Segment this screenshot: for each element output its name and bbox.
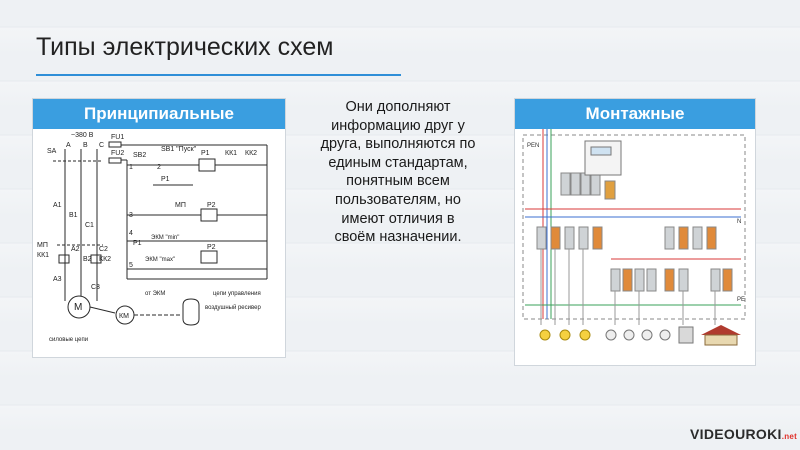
power-circuit-label: силовые цепи xyxy=(49,337,88,343)
num-1: 1 xyxy=(129,164,133,171)
pe-label: PE xyxy=(737,297,745,303)
description-line: пользователям, но xyxy=(335,191,461,208)
p2-mid-label: Р2 xyxy=(207,202,216,209)
wiring-panel: Монтажные PEN N xyxy=(514,98,756,366)
thermal-relay-2 xyxy=(90,254,102,264)
schematic-diagram: ~380 В А В С SA А1 В1 С1 МП КК1 А2 С2 В2… xyxy=(37,132,268,343)
breaker-row-1 xyxy=(536,226,717,250)
p1-contact-label: Р1 xyxy=(161,176,170,183)
phase-a-label: А xyxy=(66,142,71,149)
electricity-meter xyxy=(584,140,622,176)
b2-label: В2 xyxy=(83,256,92,263)
breaker-row-2 xyxy=(610,268,733,292)
description-line: друга, выполняются по xyxy=(320,136,476,153)
relay-p2-coil-a xyxy=(200,208,218,222)
sb1-label: SB1 "Пуск" xyxy=(161,146,197,153)
relay-p1-coil xyxy=(198,158,216,172)
receiver-symbol xyxy=(182,298,200,326)
main-breakers xyxy=(560,172,601,196)
receiver-label: воздушный ресивер xyxy=(205,304,261,311)
ekm-max-label: ЭКМ "max" xyxy=(145,257,175,263)
title-underline xyxy=(36,74,401,76)
p2-bottom-label: Р2 xyxy=(207,244,216,251)
c3-label: С3 xyxy=(91,284,100,291)
switch-label: SA xyxy=(47,148,57,155)
sb2-label: SB2 xyxy=(133,152,146,159)
c1-label: С1 xyxy=(85,222,94,229)
description-line: единым стандартам, xyxy=(328,154,468,171)
consumer-wires xyxy=(540,249,716,325)
n-label: N xyxy=(737,219,741,225)
description-line: своём назначении. xyxy=(334,229,462,246)
brand-logo: VIDEOUROKI.net xyxy=(690,426,797,442)
fuse-1 xyxy=(108,141,122,148)
mp-mid-label: МП xyxy=(175,202,186,209)
num-2: 2 xyxy=(157,164,161,171)
kk1-label: КК1 xyxy=(225,150,237,157)
kk1-left-label: КК1 xyxy=(37,252,49,259)
p1-top-label: Р1 xyxy=(201,150,210,157)
schematic-panel: Принципиальные ~380 В А В С SA А1 В1 С1 … xyxy=(32,98,286,358)
num-4: 4 xyxy=(129,230,133,237)
c2-label: С2 xyxy=(99,246,108,253)
brand-domain: .net xyxy=(781,432,798,441)
meter-display xyxy=(590,146,612,156)
a3-label: А3 xyxy=(53,276,62,283)
brand-name: VIDEOUROKI xyxy=(690,426,782,442)
description-line: имеют отличия в xyxy=(341,210,455,227)
b1-label: В1 xyxy=(69,212,78,219)
shaft-line xyxy=(89,306,116,314)
description-line: информацию друг у xyxy=(331,117,465,134)
slide-title: Типы электрических схем xyxy=(36,33,334,61)
wiring-diagram: PEN N xyxy=(522,129,746,346)
house-icon xyxy=(701,325,741,346)
description-text: Они дополняют информацию друг у друга, в… xyxy=(300,98,496,247)
a1-label: А1 xyxy=(53,202,62,209)
pen-label: PEN xyxy=(527,143,539,149)
description-line: Они дополняют xyxy=(345,99,451,115)
fu2-label: FU2 xyxy=(111,150,124,157)
fu1-label: FU1 xyxy=(111,134,124,141)
thermal-relay-1 xyxy=(58,254,70,264)
a2-label: А2 xyxy=(71,246,80,253)
num-5: 5 xyxy=(129,262,133,269)
ekm-min-label: ЭКМ "min" xyxy=(151,235,179,241)
socket-icon xyxy=(605,329,671,341)
kk2-top-label: КК2 xyxy=(245,150,257,157)
schematic-panel-header: Принципиальные xyxy=(33,99,285,129)
p1-row3-label: Р1 xyxy=(133,240,142,247)
mp-left-label: МП xyxy=(37,242,48,249)
wiring-panel-header: Монтажные xyxy=(515,99,755,129)
compressor-label: КМ xyxy=(119,313,129,320)
kk2-left-label: КК2 xyxy=(99,256,111,263)
rcd-device xyxy=(604,180,616,200)
phase-c-label: С xyxy=(99,142,104,149)
relay-p2-coil-b xyxy=(200,250,218,264)
description-line: понятным всем xyxy=(346,173,450,190)
bulb-icon xyxy=(539,329,591,341)
control-circuit-label: цепи управления xyxy=(213,291,261,297)
phase-b-label: В xyxy=(83,142,88,149)
fuse-2 xyxy=(108,157,122,164)
voltage-label: ~380 В xyxy=(71,132,94,139)
from-ekm-label: от ЭКМ xyxy=(145,291,165,297)
motor-label: М xyxy=(74,302,82,313)
appliance-icon xyxy=(678,326,694,344)
